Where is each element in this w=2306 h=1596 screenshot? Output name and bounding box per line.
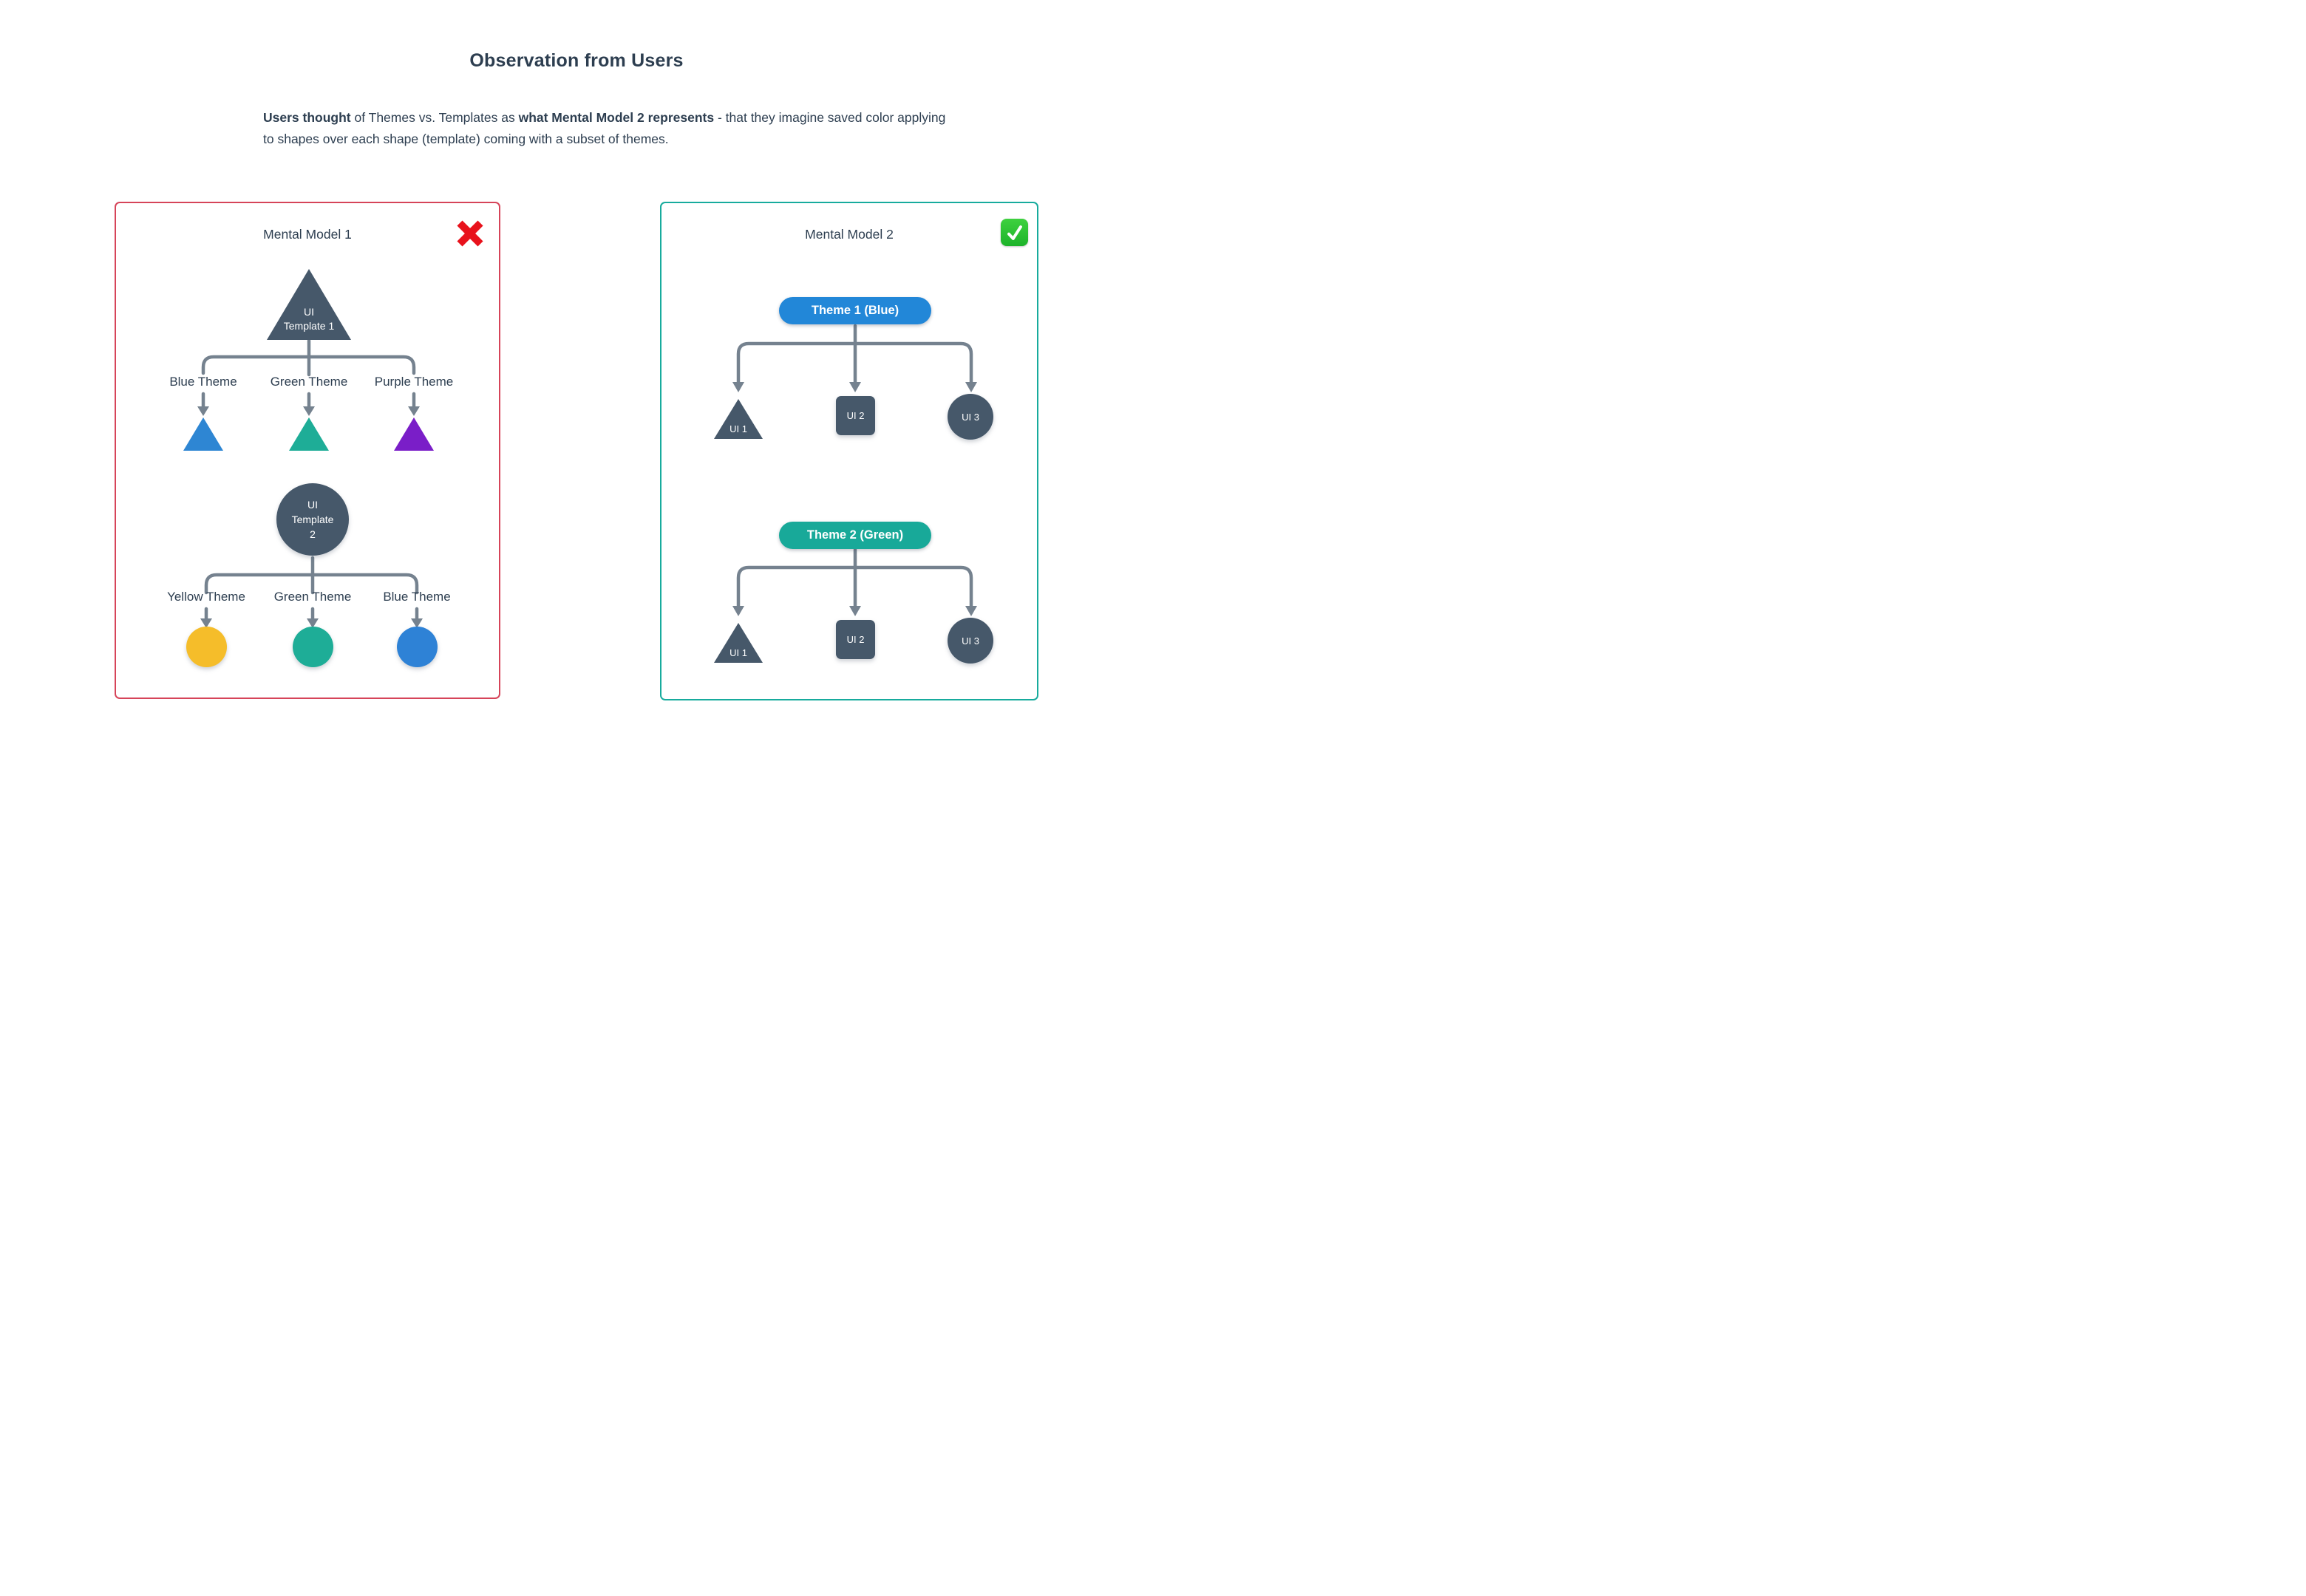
- ui-3-shape: UI 3: [948, 618, 993, 664]
- ui-1-shape: UI 1: [714, 399, 763, 439]
- theme-2-pill: Theme 2 (Green): [779, 522, 931, 549]
- ui-3-label: UI 3: [962, 635, 979, 647]
- theme-swatch-circle: [186, 627, 227, 667]
- page-title: Observation from Users: [469, 50, 684, 71]
- theme-swatch-triangle: [183, 417, 223, 451]
- theme-1-pill: Theme 1 (Blue): [779, 297, 931, 324]
- ui-1-label: UI 1: [729, 647, 747, 658]
- ui-2-label: UI 2: [846, 634, 865, 645]
- ui-2-label: UI 2: [846, 410, 865, 421]
- intro-segment: Users thought: [263, 110, 351, 125]
- ui-1-shape: UI 1: [714, 623, 763, 663]
- intro-segment: of Themes vs. Templates as: [350, 110, 519, 125]
- branch-label: Green Theme: [270, 375, 348, 389]
- ui-2-shape: UI 2: [836, 620, 875, 659]
- ui-template-1-shape: UI Template 1: [267, 269, 351, 340]
- theme-2-label: Theme 2 (Green): [806, 528, 904, 542]
- branch-label: Green Theme: [273, 590, 352, 604]
- ui-template-2-shape: UI Template 2: [276, 483, 349, 556]
- theme-swatch-triangle: [289, 417, 329, 451]
- ui-template-1-label: UI: [304, 306, 314, 318]
- ui-3-label: UI 3: [962, 411, 979, 423]
- cross-mark-icon: [455, 218, 486, 249]
- branch-label: Yellow Theme: [167, 590, 245, 604]
- ui-template-2-label: 2: [310, 528, 316, 540]
- ui-2-shape: UI 2: [836, 396, 875, 435]
- mental-model-2-title: Mental Model 2: [805, 227, 894, 242]
- diagram-canvas: Observation from Users Users thought of …: [0, 0, 1153, 798]
- theme-swatch-circle: [293, 627, 333, 667]
- intro-segment: - that they imagine saved color applying…: [263, 110, 946, 146]
- mental-model-1-panel: Mental Model 1 UI Templat: [115, 202, 500, 699]
- ui-template-1-label: Template 1: [283, 320, 335, 332]
- branch-label: Blue Theme: [383, 590, 451, 604]
- intro-segment: what Mental Model 2 represents: [518, 110, 715, 125]
- branch-label: Purple Theme: [374, 375, 454, 389]
- ui-3-shape: UI 3: [948, 394, 993, 440]
- mental-model-2-panel: Mental Model 2 Theme 1 (Blue) UI 1: [660, 202, 1038, 700]
- theme-1-label: Theme 1 (Blue): [811, 304, 899, 317]
- check-mark-icon: [1001, 219, 1028, 246]
- ui-template-2-label: Template: [291, 514, 334, 525]
- ui-template-2-label: UI: [307, 499, 318, 511]
- theme-swatch-triangle: [394, 417, 434, 451]
- branch-label: Blue Theme: [169, 375, 237, 389]
- theme-swatch-circle: [397, 627, 438, 667]
- mental-model-1-title: Mental Model 1: [263, 227, 352, 242]
- ui-1-label: UI 1: [729, 423, 747, 434]
- intro-paragraph: Users thought of Themes vs. Templates as…: [263, 107, 958, 149]
